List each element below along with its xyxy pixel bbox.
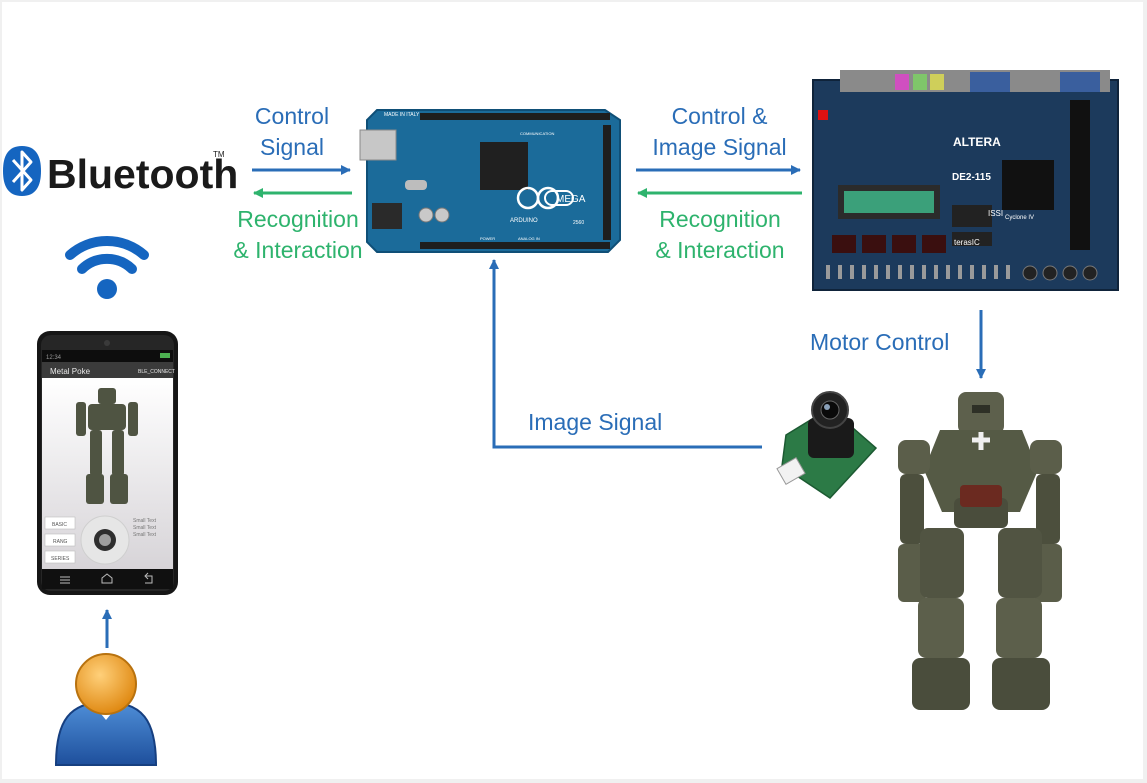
- mode-button[interactable]: [44, 533, 76, 547]
- bluetooth-wordmark: Bluetooth: [47, 151, 238, 197]
- small-text: Small Text: [133, 532, 157, 538]
- label-line: Image Signal: [652, 134, 787, 160]
- motor-control-label: Motor Control: [810, 329, 950, 355]
- label-line: Control: [254, 103, 330, 129]
- ble-connect-button[interactable]: BLE_CONNECT: [138, 369, 175, 375]
- wifi-icon: [65, 236, 149, 299]
- recognition-left-label: Recognition & Interaction: [218, 204, 378, 266]
- label-line: & Interaction: [233, 237, 363, 263]
- lcd-screen: [844, 191, 934, 213]
- robot-image: [898, 392, 1062, 710]
- label-line: Signal: [260, 134, 324, 160]
- fpga-board: ALTERA DE2-115 ISSI Cyclone IV terasIC: [812, 70, 1119, 291]
- label-line: Control &: [671, 103, 768, 129]
- mode-button-label: RANG: [53, 539, 68, 545]
- recognition-right-label: Recognition & Interaction: [640, 204, 800, 266]
- control-image-label: Control & Image Signal: [632, 101, 807, 163]
- flow-arrows: [102, 165, 986, 648]
- switch-row: [826, 265, 1010, 279]
- arduino-comm: COMMUNICATION: [520, 131, 554, 136]
- mode-button-label: SERIES: [51, 556, 70, 562]
- arduino-made-in: MADE IN ITALY: [384, 112, 420, 118]
- control-signal-label: Control Signal: [232, 101, 352, 163]
- header-pins: [603, 125, 611, 240]
- user-icon: [54, 653, 158, 766]
- arduino-analog: ANALOG IN: [518, 236, 540, 241]
- back-icon[interactable]: [144, 572, 153, 584]
- trademark: TM: [213, 150, 225, 159]
- fpga-issi: ISSI: [988, 209, 1003, 218]
- mode-button[interactable]: [44, 516, 76, 530]
- arduino-brand: ARDUINO: [510, 218, 538, 224]
- usb-port: [359, 129, 397, 161]
- phone-robot-image: [76, 388, 138, 504]
- smartphone: 12:34 Metal Poke BLE_CONNECT BASIC RANG …: [37, 331, 178, 595]
- menu-icon[interactable]: [60, 576, 70, 584]
- fpga-model: DE2-115: [952, 172, 991, 183]
- arduino-part: 2560: [573, 220, 584, 226]
- home-icon[interactable]: [101, 573, 113, 584]
- gpio-header: [1070, 100, 1090, 250]
- joystick-control[interactable]: [80, 515, 130, 565]
- label-line: Recognition: [659, 206, 781, 232]
- app-title: Metal Poke: [50, 367, 91, 376]
- camera-module: [776, 391, 878, 499]
- power-jack: [372, 203, 402, 229]
- label-line: Recognition: [237, 206, 359, 232]
- status-time: 12:34: [46, 355, 62, 361]
- seven-segment-display: [832, 235, 946, 253]
- fpga-chip: [1002, 160, 1054, 210]
- header-pins: [420, 113, 610, 120]
- fpga-brand: ALTERA: [953, 135, 1001, 149]
- small-text: Small Text: [133, 525, 157, 531]
- fpga-vendor: terasIC: [954, 238, 980, 247]
- image-signal-label: Image Signal: [528, 409, 663, 435]
- arduino-model: MEGA: [556, 194, 586, 205]
- mode-button[interactable]: [44, 550, 76, 564]
- arduino-power: POWER: [480, 236, 495, 241]
- bluetooth-logo: Bluetooth TM: [3, 146, 238, 197]
- mode-buttons: BASIC RANG SERIES: [44, 516, 76, 564]
- fpga-chip-label: Cyclone IV: [1005, 215, 1034, 221]
- small-text: Small Text: [133, 518, 157, 524]
- microcontroller-chip: [480, 142, 528, 190]
- arrow-image-signal: [489, 259, 762, 449]
- header-pins: [420, 242, 610, 249]
- mode-button-label: BASIC: [52, 522, 67, 528]
- arduino-mega-board: MEGA ARDUINO 2560 MADE IN ITALY COMMUNIC…: [359, 109, 621, 253]
- push-buttons: [1022, 265, 1098, 281]
- label-line: & Interaction: [655, 237, 785, 263]
- bluetooth-rune-icon: [3, 146, 41, 196]
